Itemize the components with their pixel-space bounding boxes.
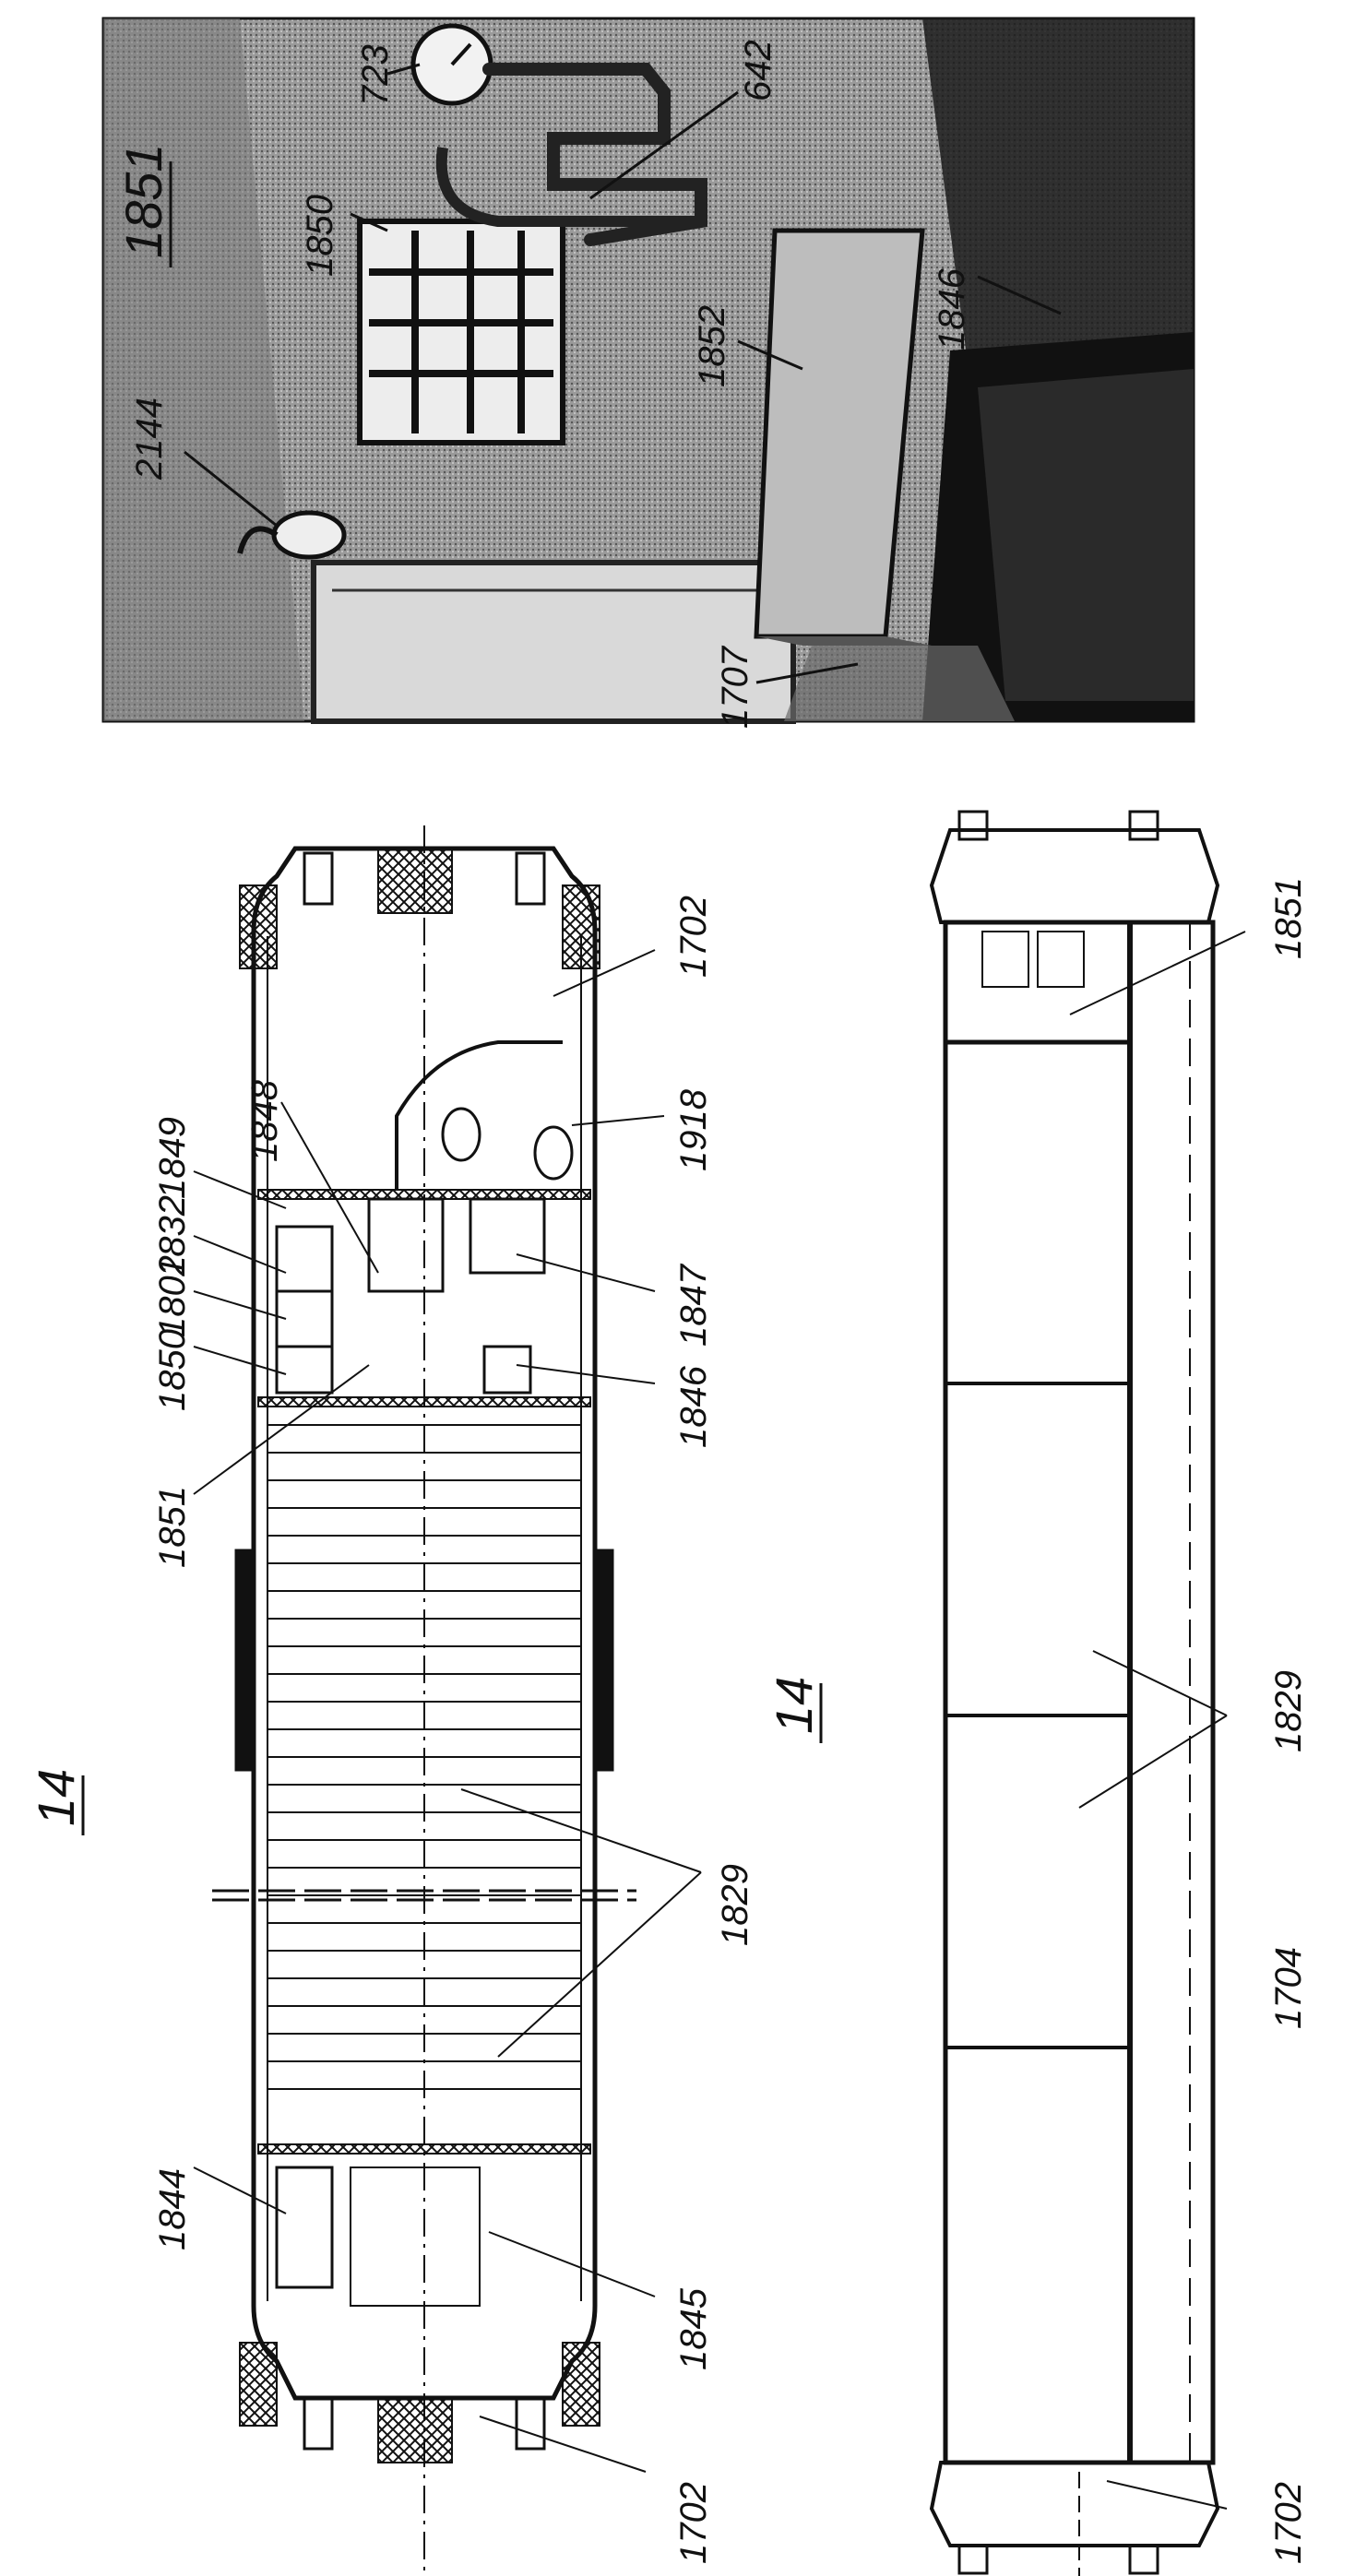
plan-label-1850: 1850 <box>152 1329 193 1411</box>
plan-label-1846: 1846 <box>673 1365 714 1448</box>
plan-view-drawing: 14 1702 1918 1848 1849 1832 1802 1850 18… <box>27 825 755 2576</box>
plan-label-1832: 1832 <box>152 1195 193 1277</box>
side-label-1851: 1851 <box>1268 877 1309 959</box>
plan-label-1802: 1802 <box>152 1255 193 1337</box>
plan-label-1829: 1829 <box>715 1864 755 1946</box>
side-label-1702: 1702 <box>1268 2482 1309 2564</box>
plan-label-1851: 1851 <box>152 1486 193 1568</box>
plan-label-1847: 1847 <box>673 1263 714 1347</box>
plan-label-1702-top: 1702 <box>673 896 714 978</box>
photo-label-1707: 1707 <box>715 645 755 729</box>
photo-label-1852: 1852 <box>692 305 732 387</box>
photo-label-1846: 1846 <box>932 267 972 350</box>
interior-photo: 1851 723 642 1850 2144 1852 1846 1707 <box>101 17 1195 729</box>
photo-label-2144: 2144 <box>129 398 170 481</box>
photo-label-1851: 1851 <box>114 143 172 258</box>
photo-label-723: 723 <box>355 44 396 106</box>
photo-label-642: 642 <box>738 40 779 101</box>
plan-label-1848: 1848 <box>244 1079 285 1162</box>
plan-label-1702-bottom: 1702 <box>673 2482 714 2564</box>
side-label-1829: 1829 <box>1268 1670 1309 1752</box>
side-figure-number: 14 <box>765 1677 823 1734</box>
side-label-1704: 1704 <box>1268 1947 1309 2029</box>
plan-label-1918: 1918 <box>673 1088 714 1171</box>
plan-figure-number: 14 <box>27 1769 85 1826</box>
side-view-drawing: 1851 1829 1704 1702 14 <box>765 810 1309 2576</box>
plan-label-1844: 1844 <box>152 2168 193 2250</box>
photo-label-1850: 1850 <box>300 195 340 277</box>
plan-label-1845: 1845 <box>673 2287 714 2370</box>
plan-label-1849: 1849 <box>152 1117 193 1199</box>
